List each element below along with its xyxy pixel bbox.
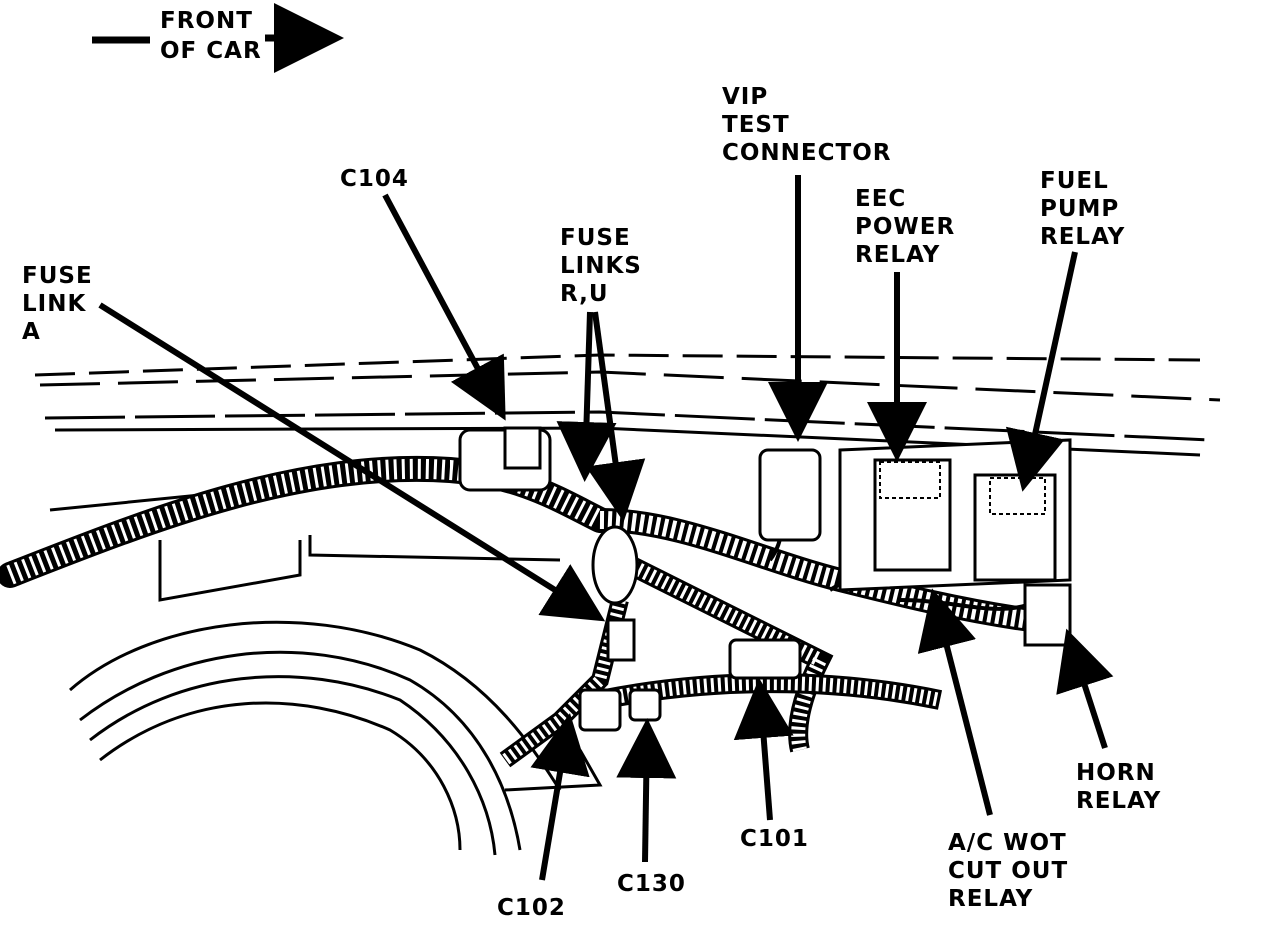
svg-text:POWER: POWER bbox=[855, 214, 955, 240]
callout-arrows bbox=[98, 175, 1114, 881]
svg-text:LINK: LINK bbox=[22, 291, 86, 317]
fuel-pump-relay-body bbox=[973, 473, 1057, 582]
c101-connector bbox=[728, 638, 802, 680]
svg-text:CUT OUT: CUT OUT bbox=[948, 858, 1068, 884]
arrow-fuse-links-r bbox=[556, 311, 617, 482]
svg-text:A: A bbox=[22, 319, 41, 345]
svg-text:RELAY: RELAY bbox=[1040, 224, 1125, 250]
svg-text:FUSE: FUSE bbox=[22, 263, 93, 289]
arrow-fuse-links-u bbox=[585, 311, 646, 522]
arrow-fuse-link-a bbox=[98, 302, 606, 622]
svg-text:RELAY: RELAY bbox=[948, 886, 1033, 912]
horn-relay-body bbox=[1023, 583, 1072, 647]
svg-text:VIP: VIP bbox=[722, 84, 768, 110]
svg-text:FUSE: FUSE bbox=[560, 225, 631, 251]
label-c130: C130 bbox=[617, 871, 686, 897]
arrow-fuel-pump bbox=[1005, 251, 1078, 492]
svg-text:HORN: HORN bbox=[1076, 760, 1156, 786]
svg-text:FUEL: FUEL bbox=[1040, 168, 1109, 194]
label-horn-relay: HORN RELAY bbox=[1076, 760, 1161, 814]
label-c101: C101 bbox=[740, 826, 809, 852]
svg-text:LINKS: LINKS bbox=[560, 253, 642, 279]
svg-text:RELAY: RELAY bbox=[1076, 788, 1161, 814]
svg-text:PUMP: PUMP bbox=[1040, 196, 1119, 222]
arrow-ac-wot bbox=[917, 588, 993, 816]
label-c104: C104 bbox=[340, 166, 409, 192]
label-fuel-pump-relay: FUEL PUMP RELAY bbox=[1040, 168, 1125, 250]
svg-text:TEST: TEST bbox=[722, 112, 790, 138]
label-fuse-link-a: FUSE LINK A bbox=[22, 263, 93, 345]
orientation-line-2: OF CAR bbox=[160, 38, 262, 64]
label-vip-test-connector: VIP TEST CONNECTOR bbox=[722, 84, 891, 166]
orientation-line-1: FRONT bbox=[160, 8, 253, 34]
label-ac-wot-cut-out-relay: A/C WOT CUT OUT RELAY bbox=[948, 830, 1068, 912]
vip-test-connector bbox=[758, 448, 822, 542]
label-c102: C102 bbox=[497, 895, 566, 921]
svg-text:A/C WOT: A/C WOT bbox=[948, 830, 1067, 856]
fuse-link-junction bbox=[591, 525, 639, 662]
arrow-c104 bbox=[382, 193, 506, 421]
c104-connector bbox=[458, 426, 552, 492]
arrow-horn bbox=[1056, 628, 1114, 749]
label-fuse-links-ru: FUSE LINKS R,U bbox=[560, 225, 642, 307]
svg-text:EEC: EEC bbox=[855, 186, 906, 212]
svg-text:CONNECTOR: CONNECTOR bbox=[722, 140, 891, 166]
label-eec-power-relay: EEC POWER RELAY bbox=[855, 186, 955, 268]
svg-text:R,U: R,U bbox=[560, 281, 609, 307]
arrow-c130 bbox=[616, 718, 677, 863]
svg-text:RELAY: RELAY bbox=[855, 242, 940, 268]
arrow-c102 bbox=[530, 713, 590, 881]
arrow-c101 bbox=[733, 678, 794, 821]
eec-power-relay-body bbox=[873, 458, 952, 572]
c130-connector bbox=[628, 688, 662, 722]
c102-connector bbox=[578, 688, 622, 732]
front-of-car-indicator: FRONT OF CAR bbox=[92, 3, 344, 73]
